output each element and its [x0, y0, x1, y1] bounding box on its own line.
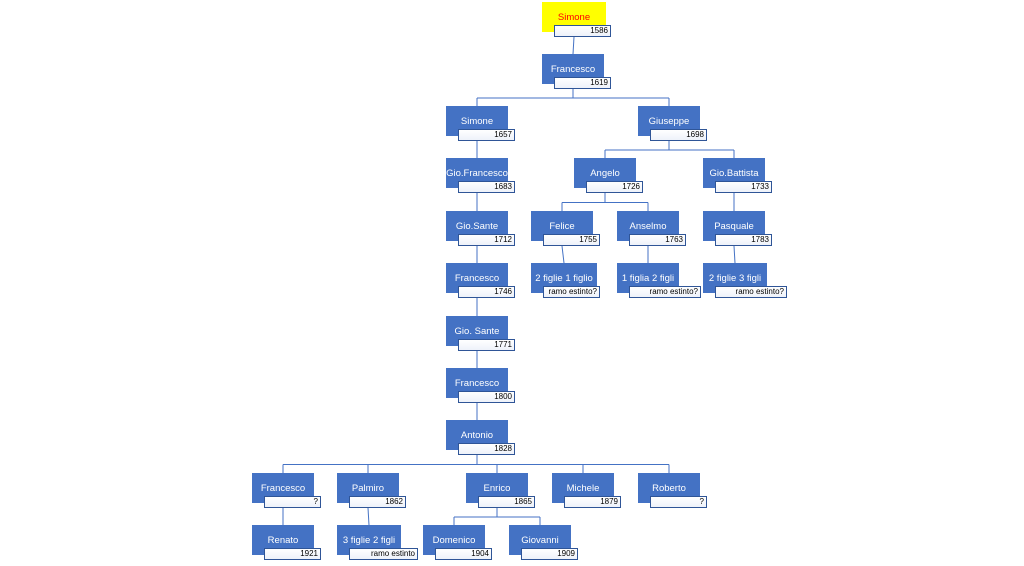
person-date-label: 1828: [458, 443, 515, 455]
person-date-label: 1746: [458, 286, 515, 298]
person-date-label: 1771: [458, 339, 515, 351]
person-date-label: 1683: [458, 181, 515, 193]
connector-line: [733, 245, 736, 264]
person-date-label: 1800: [458, 391, 515, 403]
person-date-label: 1783: [715, 234, 772, 246]
person-date-label: 1657: [458, 129, 515, 141]
person-date-label: 1698: [650, 129, 707, 141]
connector-line: [367, 507, 370, 526]
person-date-label: 1909: [521, 548, 578, 560]
person-date-label: 1755: [543, 234, 600, 246]
person-date-label: 1712: [458, 234, 515, 246]
person-date-label: 1619: [554, 77, 611, 89]
person-date-label: 1921: [264, 548, 321, 560]
person-date-label: 1586: [554, 25, 611, 37]
person-date-label: 1726: [586, 181, 643, 193]
person-date-label: 1763: [629, 234, 686, 246]
person-date-label: ramo estinto: [349, 548, 418, 560]
person-date-label: 1862: [349, 496, 406, 508]
person-date-label: ?: [650, 496, 707, 508]
person-date-label: ?: [264, 496, 321, 508]
person-date-label: 1879: [564, 496, 621, 508]
connector-line: [572, 36, 575, 55]
person-date-label: 1904: [435, 548, 492, 560]
person-date-label: ramo estinto?: [543, 286, 600, 298]
person-date-label: 1733: [715, 181, 772, 193]
connector-line: [561, 245, 565, 264]
person-date-label: 1865: [478, 496, 535, 508]
person-date-label: ramo estinto?: [715, 286, 787, 298]
person-date-label: ramo estinto?: [629, 286, 701, 298]
